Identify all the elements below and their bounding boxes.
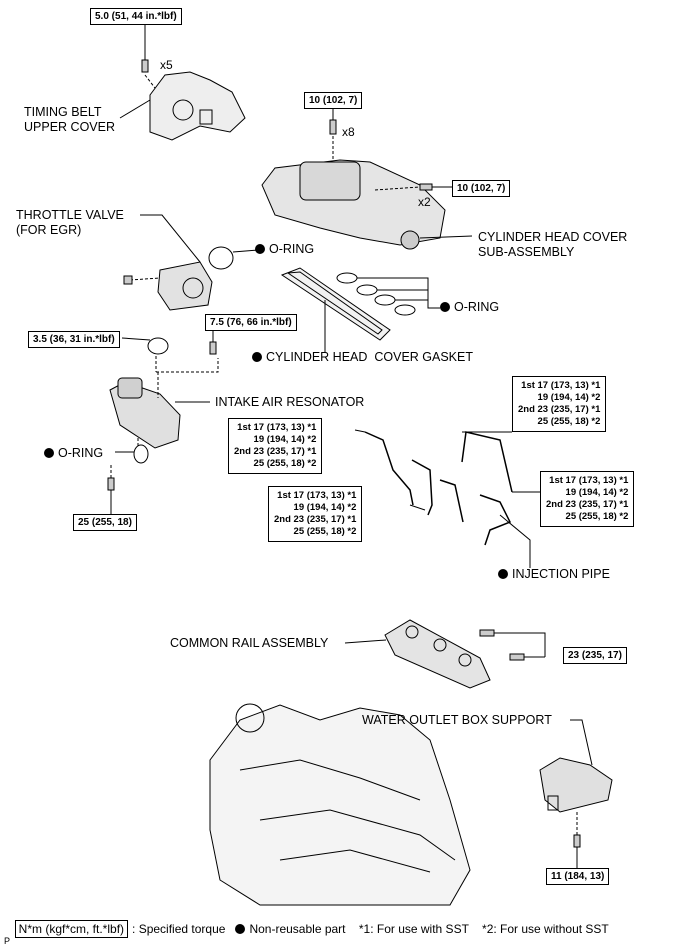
spec-pipe-left: 1st 17 (173, 13) *1 19 (194, 14) *2 2nd … <box>228 418 323 474</box>
throttle-valve <box>157 261 213 311</box>
label-oring-head: O-RING <box>440 300 499 315</box>
spec-pipe-right: 1st 17 (173, 13) *1 19 (194, 14) *2 2nd … <box>540 471 635 527</box>
spec-pipe-middle: 1st 17 (173, 13) *1 19 (194, 14) *2 2nd … <box>268 486 363 542</box>
spec-pipe-top-right: 1st 17 (173, 13) *1 19 (194, 14) *2 2nd … <box>512 376 607 432</box>
torque-common-rail: 23 (235, 17) <box>563 647 627 664</box>
legend-note1: *1: For use with SST <box>358 922 469 936</box>
legend: N*m (kgf*cm, ft.*lbf): Specified torque … <box>8 908 609 938</box>
qty-head-top: x8 <box>342 125 355 139</box>
label-cylinder-head-cover: CYLINDER HEAD COVER SUB-ASSEMBLY <box>478 230 628 259</box>
label-common-rail: COMMON RAIL ASSEMBLY <box>170 636 329 650</box>
torque-head-cover-side: 10 (102, 7) <box>452 180 511 197</box>
torque-cover-bolt: 5.0 (51, 44 in.*lbf) <box>90 8 182 25</box>
legend-unit-box: N*m (kgf*cm, ft.*lbf) <box>14 920 129 938</box>
common-rail <box>384 619 491 689</box>
torque-support-bolt: 11 (184, 13) <box>546 868 610 885</box>
torque-head-cover-top: 10 (102, 7) <box>304 92 363 109</box>
legend-nonreusable: Non-reusable part <box>249 922 346 936</box>
qty-head-side: x2 <box>418 195 431 209</box>
label-oring-resonator: O-RING <box>44 446 103 461</box>
nonreusable-dot <box>440 302 450 312</box>
nonreusable-dot <box>252 352 262 362</box>
timing-belt-upper-cover <box>149 71 246 141</box>
torque-clamp: 3.5 (36, 31 in.*lbf) <box>28 331 120 348</box>
label-water-outlet-support: WATER OUTLET BOX SUPPORT <box>362 713 552 727</box>
torque-resonator-bolt: 7.5 (76, 66 in.*lbf) <box>205 314 297 331</box>
qty-cover: x5 <box>160 58 173 72</box>
label-intake-air-resonator: INTAKE AIR RESONATOR <box>215 395 365 409</box>
engine-block <box>209 703 471 906</box>
label-timing-belt-cover: TIMING BELT UPPER COVER <box>24 105 115 134</box>
water-outlet-box-support <box>539 757 613 813</box>
bolt-cover <box>141 59 149 73</box>
cylinder-head-cover <box>261 159 446 250</box>
legend-note2: *2: For use without SST <box>482 922 609 936</box>
torque-resonator-lower: 25 (255, 18) <box>73 514 137 531</box>
nonreusable-dot <box>235 924 246 934</box>
nonreusable-dot <box>255 244 265 254</box>
cylinder-head-cover-gasket <box>280 267 391 341</box>
legend-specified: : Specified torque <box>132 922 226 936</box>
label-head-cover-gasket: CYLINDER HEAD COVER GASKET <box>252 350 473 365</box>
injection-pipes <box>364 431 513 546</box>
clamp <box>147 337 169 355</box>
label-throttle-valve: THROTTLE VALVE (FOR EGR) <box>16 208 124 237</box>
label-oring-throttle: O-RING <box>255 242 314 257</box>
corner-mark: P <box>4 936 11 946</box>
intake-air-resonator <box>109 377 181 449</box>
nonreusable-dot <box>498 569 508 579</box>
nonreusable-dot <box>44 448 54 458</box>
label-injection-pipe: INJECTION PIPE <box>498 567 610 582</box>
